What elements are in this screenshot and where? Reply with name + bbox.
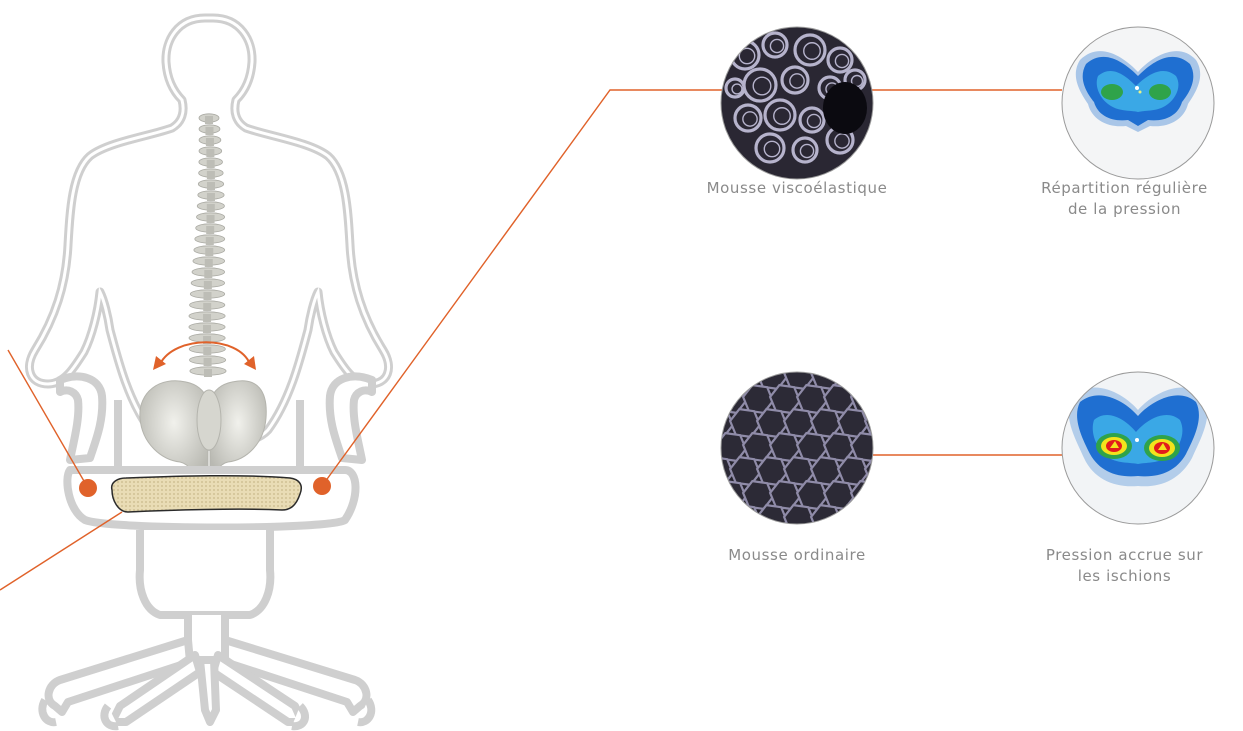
- viscoelastic-foam-micrograph: [720, 26, 874, 180]
- caption-even-pressure-line2: de la pression: [1006, 199, 1243, 220]
- caption-ischial-pressure-line2: les ischions: [1006, 566, 1243, 587]
- caption-ischial-pressure: Pression accrue sur les ischions: [1006, 545, 1243, 587]
- even-pressure-map: [1061, 26, 1215, 180]
- caption-viscoelastic-foam-text: Mousse viscoélastique: [652, 178, 942, 199]
- marker-dot-right: [313, 477, 331, 495]
- marker-dot-left: [79, 479, 97, 497]
- caption-ordinary-foam-text: Mousse ordinaire: [652, 545, 942, 566]
- connector-cushion: [0, 512, 122, 590]
- caption-ischial-pressure-line1: Pression accrue sur: [1006, 545, 1243, 566]
- seat-cushion-icon: [112, 476, 302, 512]
- caption-even-pressure: Répartition régulière de la pression: [1006, 178, 1243, 220]
- ordinary-foam-micrograph: [703, 361, 908, 533]
- caption-ordinary-foam: Mousse ordinaire: [652, 545, 942, 566]
- caption-viscoelastic-foam: Mousse viscoélastique: [652, 178, 942, 199]
- ischial-pressure-map: [1061, 371, 1215, 525]
- connector-right: [322, 90, 722, 486]
- caption-even-pressure-line1: Répartition régulière: [1006, 178, 1243, 199]
